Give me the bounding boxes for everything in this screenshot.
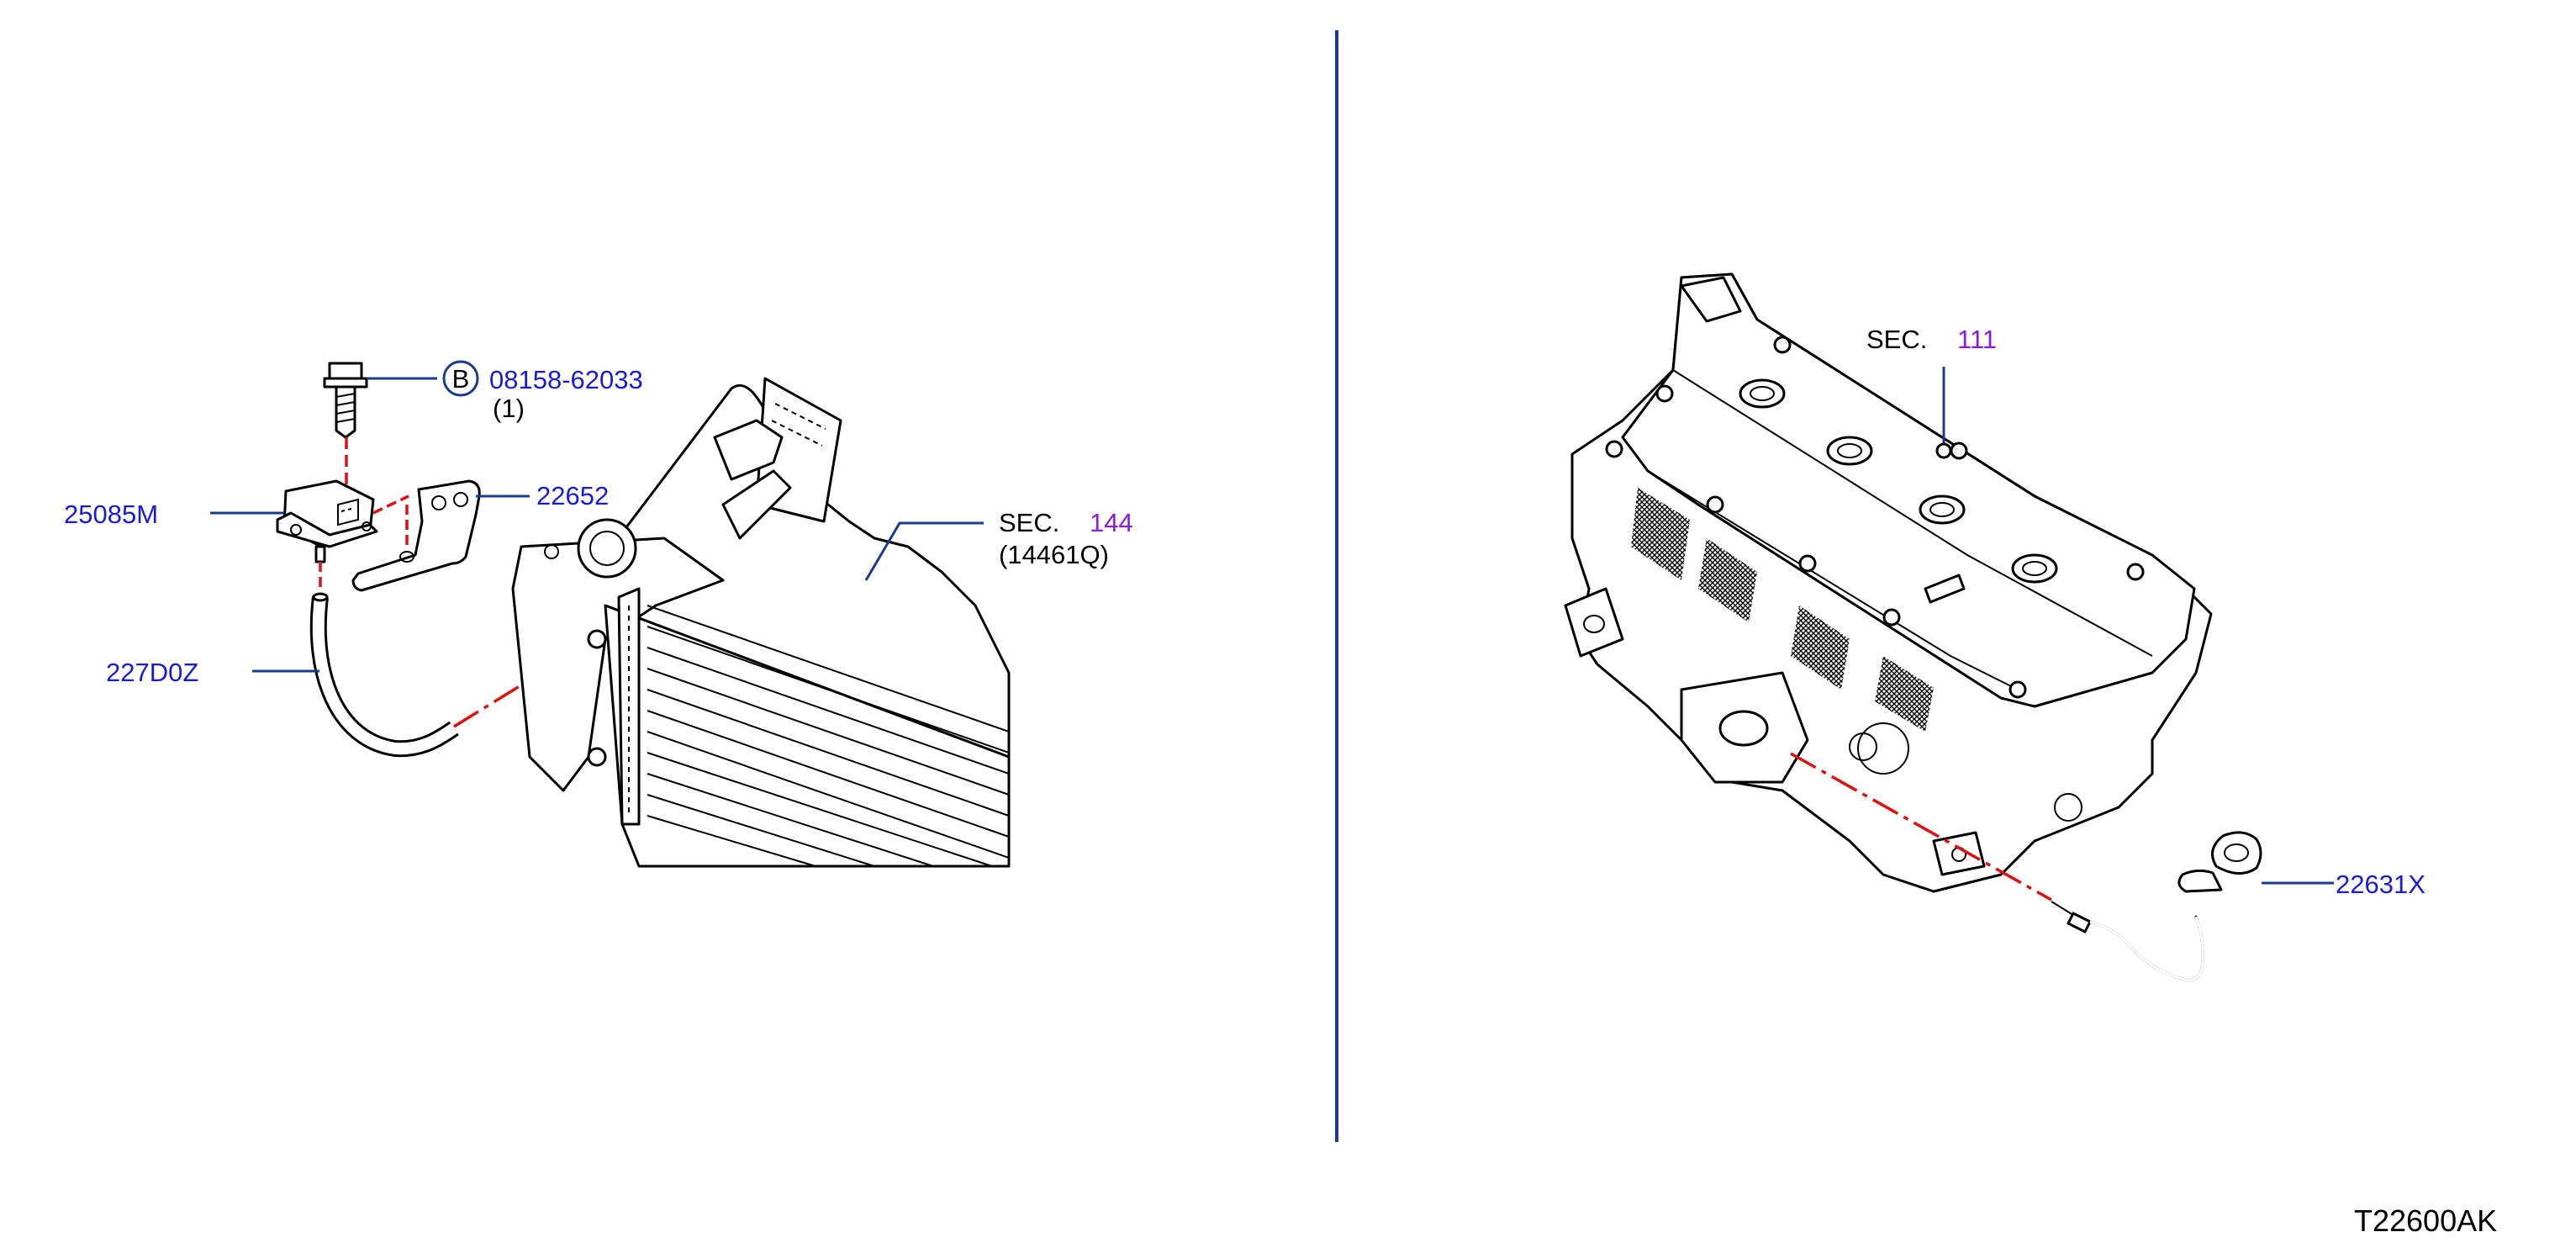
sec-144-sub: (14461Q) [999,540,1109,569]
bracket-drawing [351,479,481,592]
sec-144-number[interactable]: 144 [1090,508,1133,537]
bolt-part-number[interactable]: 08158-62033 [489,365,643,394]
bolt-drawing [323,362,368,439]
bolt-quantity: (1) [493,394,525,423]
sec-144-prefix: SEC. [999,508,1059,537]
hose-part-number[interactable]: 227D0Z [106,658,198,687]
diagram-code: T22600AK [2354,1203,2497,1238]
sensor-part-number[interactable]: 25085M [64,500,158,529]
temp-sensor-part-number[interactable]: 22631X [2336,870,2426,899]
cylinder-head-drawing [1564,272,2213,893]
right-leaders [1935,367,2334,885]
bracket-part-number[interactable]: 22652 [536,481,609,510]
temp-sensor-dash [1790,752,2052,902]
right-panel: SEC. 111 22631X [1564,272,2426,982]
sec-111-number[interactable]: 111 [1957,325,1997,354]
bracket-dash [372,494,409,548]
bolt-circle-letter: B [452,364,470,394]
vacuum-hose-drawing [309,592,459,758]
sec-111-prefix: SEC. [1866,325,1927,354]
map-sensor-drawing [276,479,378,563]
left-leaders [210,360,984,673]
exhaust-temp-sensor-drawing [2051,831,2262,982]
left-panel: B 08158-62033 (1) 25085M 22652 227D0Z SE… [64,360,1133,868]
intercooler-drawing [511,377,1011,868]
